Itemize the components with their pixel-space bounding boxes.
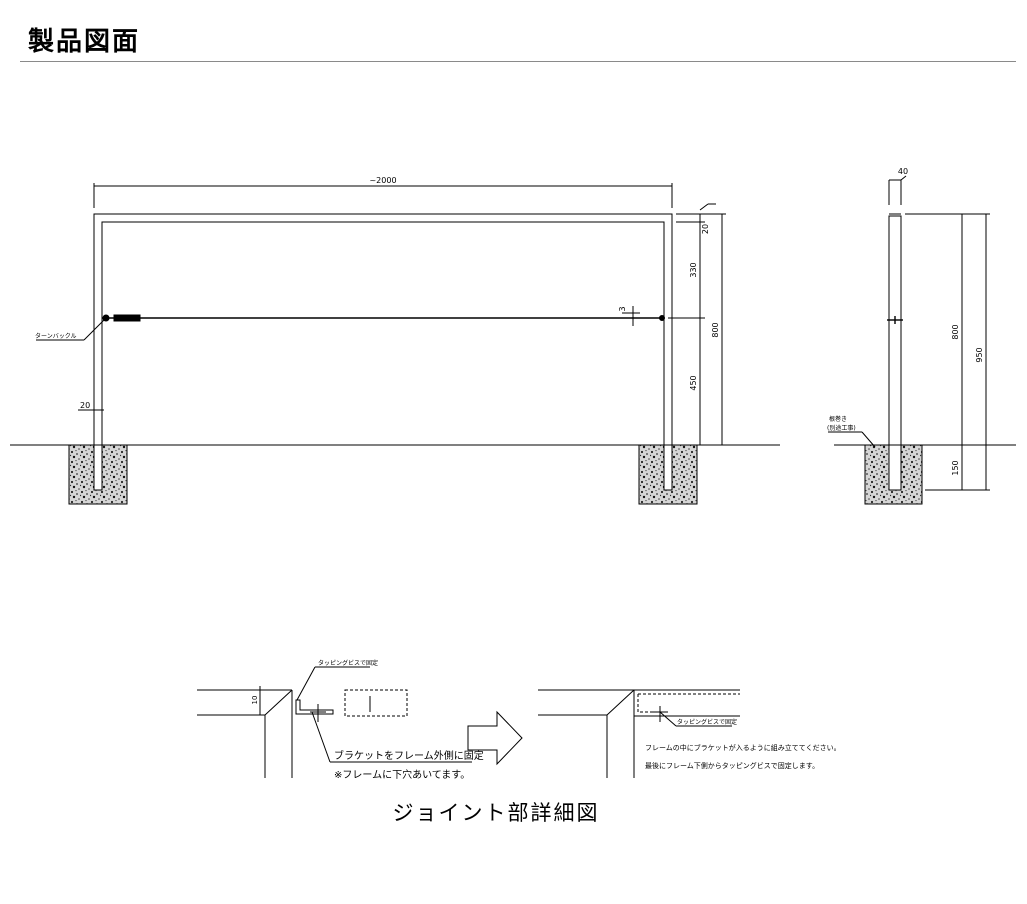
assembly-instruction-2: 最後にフレーム下側からタッピングビスで固定します。 — [645, 761, 819, 770]
embed-dimension: 150 — [951, 460, 960, 475]
foundation-note: (別途工事) — [827, 424, 856, 432]
title-divider — [20, 61, 1016, 62]
side-height-dimension: 800 — [951, 324, 960, 339]
front-view-labels: ~2000 20 330 450 800 3 20 ターンバックル — [35, 176, 720, 410]
screw-label-left: タッピングビスで固定 — [318, 659, 378, 667]
total-height-dimension: 950 — [975, 347, 984, 362]
front-view — [10, 183, 780, 505]
side-post-embed — [888, 444, 902, 491]
turnbuckle-label: ターンバックル — [35, 332, 77, 340]
side-view — [828, 175, 1016, 505]
post-dimension: 20 — [80, 401, 90, 410]
side-post — [888, 215, 902, 446]
right-post-embed — [663, 444, 673, 491]
joint-detail-labels: タッピングビスで固定 10 ブラケットをフレーム外側に固定 ※フレームに下穴あい… — [251, 659, 841, 825]
left-post-embed — [93, 444, 103, 491]
frame-outer — [93, 213, 673, 445]
process-arrow-icon — [467, 710, 523, 766]
wire-anchor-right — [659, 315, 665, 321]
side-view-labels: 40 800 950 150 根巻き (別途工事) — [827, 167, 984, 476]
assembly-instruction-1: フレームの中にブラケットが入るように組み立ててください。 — [645, 743, 841, 752]
post-width-dimension: 40 — [898, 167, 908, 176]
hole-note: ※フレームに下穴あいてます。 — [334, 768, 470, 781]
frame-inner — [101, 221, 665, 445]
joint-detail-after — [538, 689, 740, 778]
joint-detail-before — [197, 666, 472, 778]
lower-dimension: 450 — [689, 375, 698, 390]
joint-detail-caption: ジョイント部詳細図 — [393, 801, 600, 825]
wire-dimension: 3 — [618, 306, 627, 311]
foundation-label: 根巻き — [829, 415, 847, 423]
turnbuckle-eye-left — [102, 314, 110, 322]
height-dimension: 800 — [711, 322, 720, 337]
page-title: 製品図面 — [28, 27, 141, 57]
upper-dimension: 330 — [689, 262, 698, 277]
bracket-note: ブラケットをフレーム外側に固定 — [334, 749, 484, 762]
frame-tube-section — [344, 689, 408, 717]
screw-label-right: タッピングビスで固定 — [677, 718, 737, 726]
bracket — [295, 699, 334, 715]
width-dimension: ~2000 — [369, 176, 396, 185]
top-dimension: 20 — [701, 224, 710, 234]
turnbuckle-body — [113, 314, 141, 322]
joint-height-dimension: 10 — [251, 696, 259, 705]
